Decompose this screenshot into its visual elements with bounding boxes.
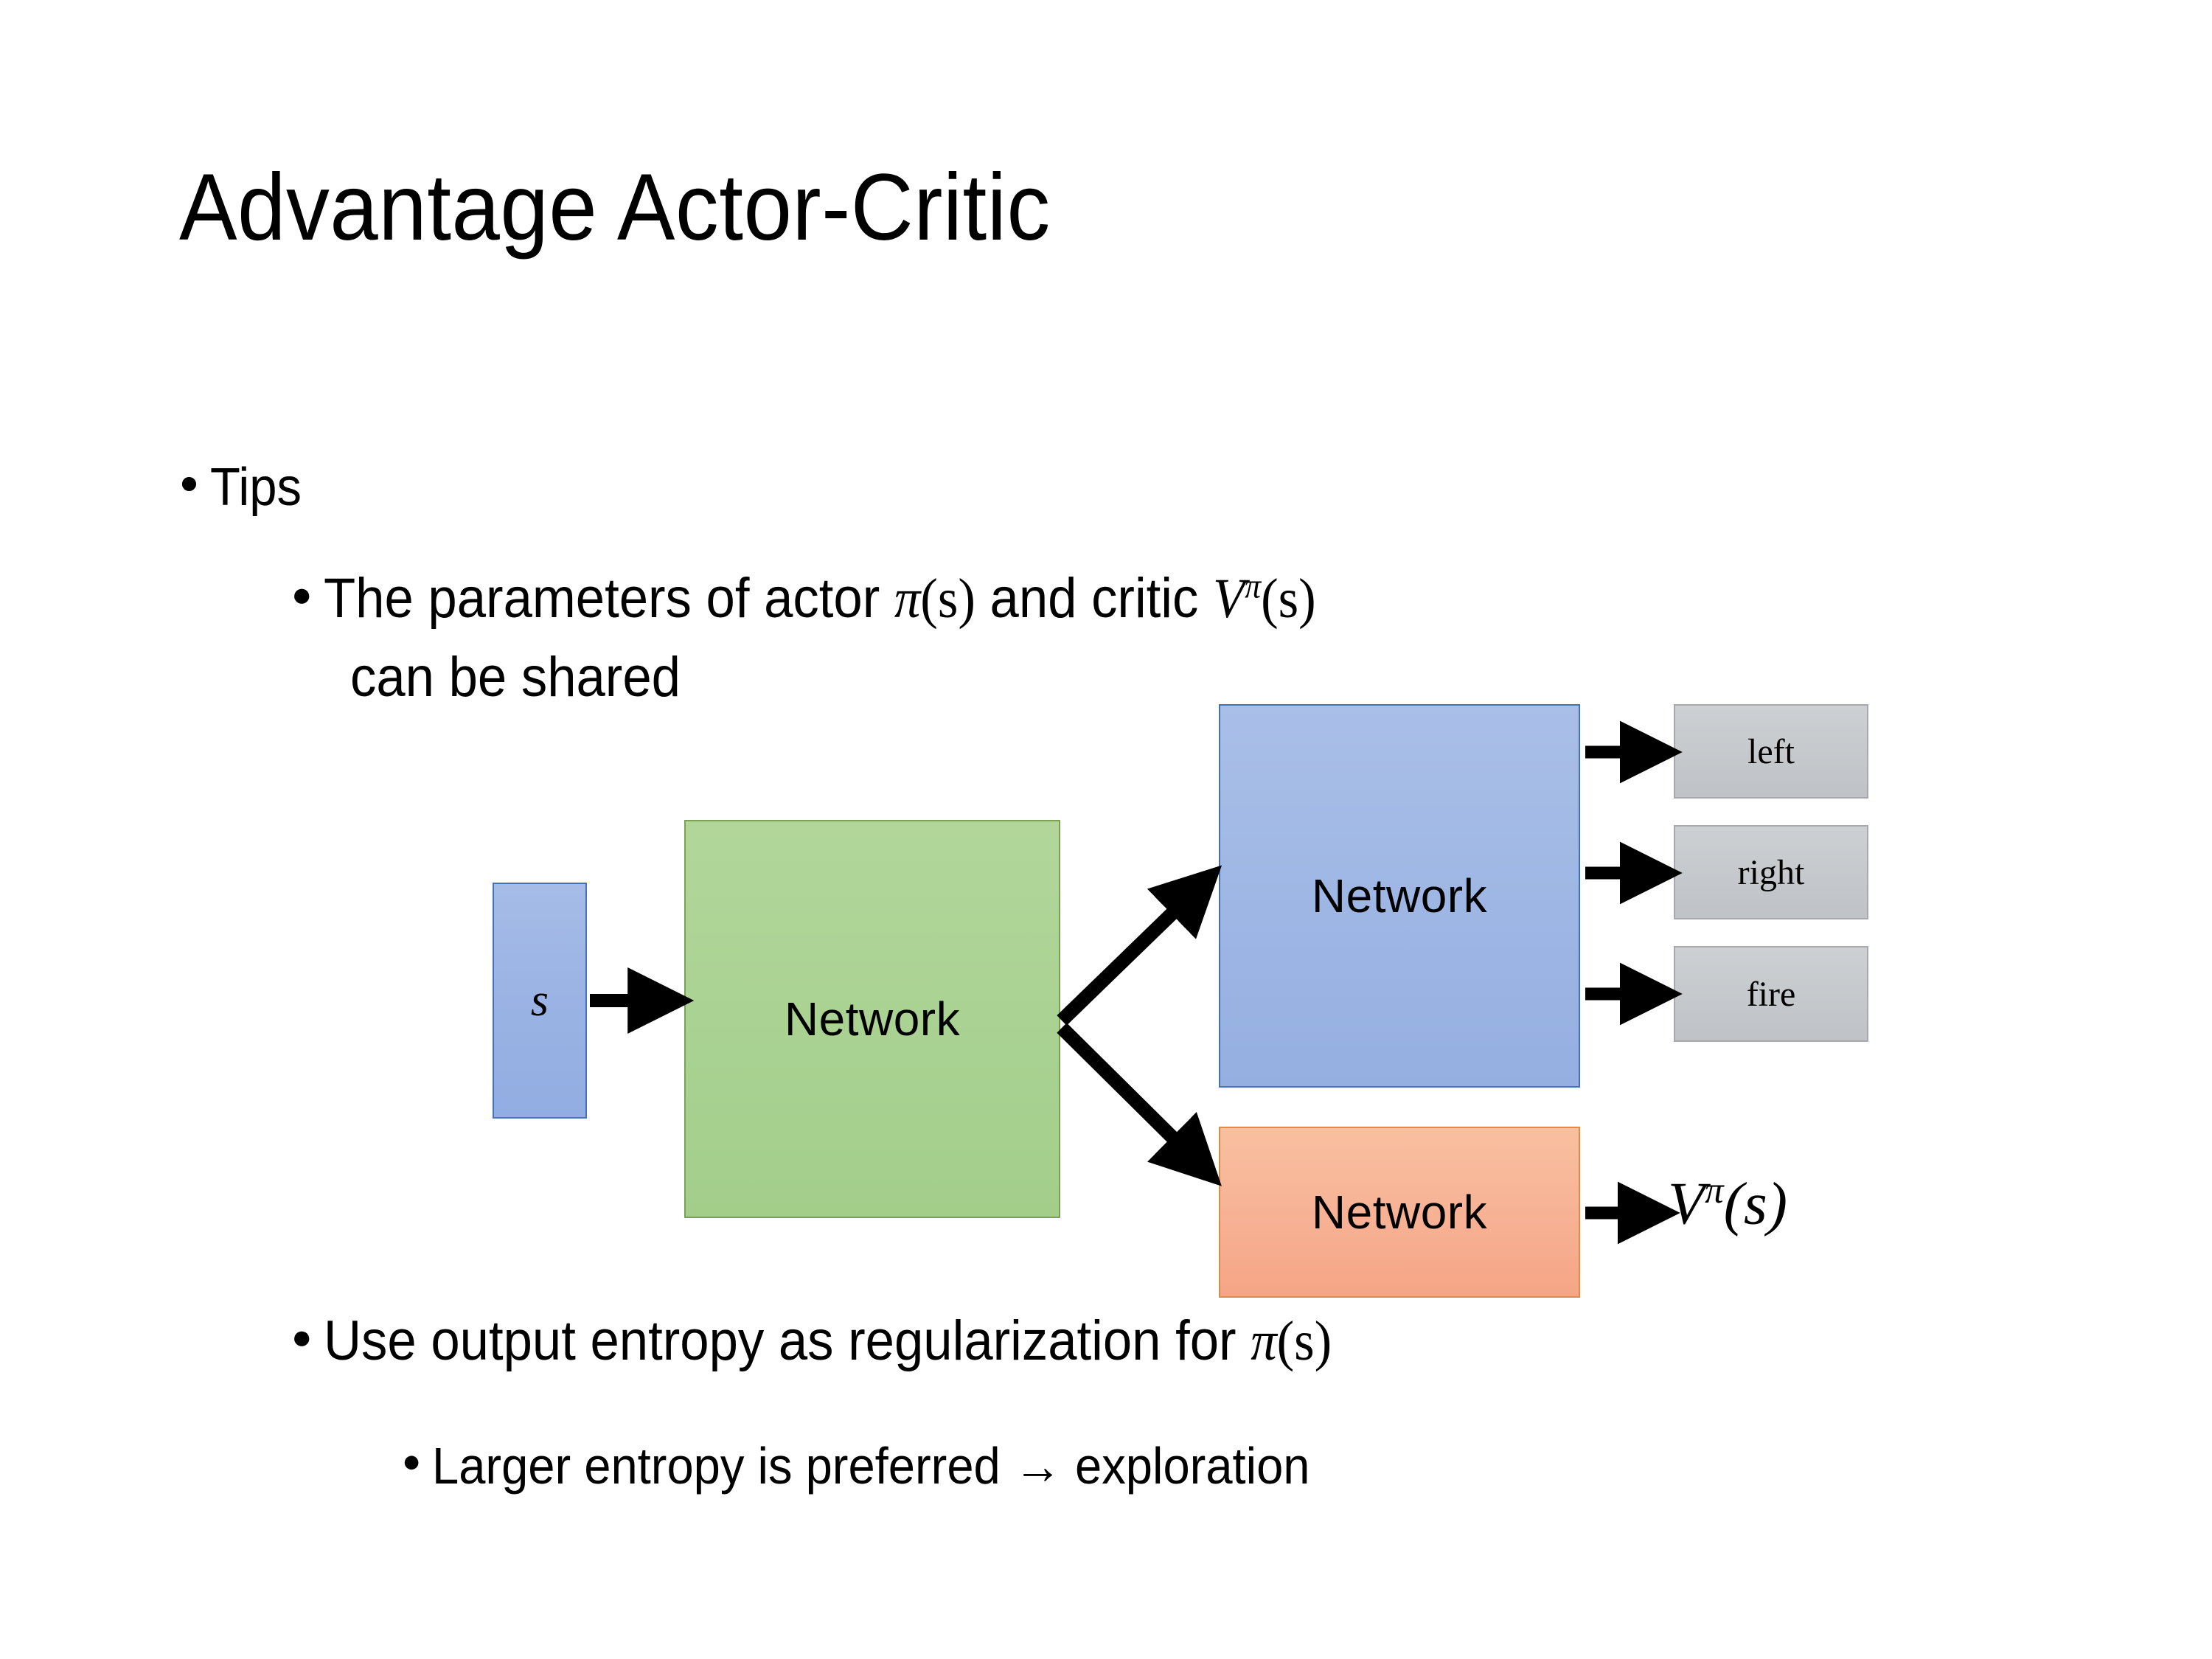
bullet-shared-parameters-line2: can be shared xyxy=(350,645,706,709)
bullet-tips-label: Tips xyxy=(209,458,302,517)
diagram-shared-network-label: Network xyxy=(784,992,961,1046)
diagram-critic-network-box: Network xyxy=(1219,1127,1580,1298)
diagram-actor-network-box: Network xyxy=(1219,704,1580,1088)
math-pi-args: (s) xyxy=(920,568,975,630)
math-v-symbol: V xyxy=(1668,1169,1705,1237)
diagram-action-box-right: right xyxy=(1674,825,1868,919)
bullet-output-entropy-text: Use output entropy as regularization for… xyxy=(324,1309,1332,1374)
math-pi-symbol: π xyxy=(1251,1310,1277,1372)
math-pi-entropy: π(s) xyxy=(1251,1310,1332,1372)
bullet-shared-parameters-text: The parameters of actor π(s) and critic … xyxy=(324,566,1316,631)
text-and-critic: and critic xyxy=(975,567,1214,630)
diagram-critic-network-label: Network xyxy=(1311,1186,1488,1239)
diagram-input-state-box: s xyxy=(493,883,587,1119)
diagram-action-box-left: left xyxy=(1674,704,1868,799)
diagram-action-label-left: left xyxy=(1747,731,1795,771)
math-pi-args: (s) xyxy=(1276,1310,1332,1372)
bullet-larger-entropy: ● Larger entropy is preferred → explorat… xyxy=(402,1436,1376,1495)
text-use-output-entropy: Use output entropy as regularization for xyxy=(324,1310,1251,1372)
bullet-larger-entropy-label: Larger entropy is preferred → exploratio… xyxy=(431,1437,1310,1495)
diagram-action-label-fire: fire xyxy=(1746,974,1796,1014)
math-v-args: (s) xyxy=(1723,1169,1788,1237)
bullet-output-entropy: ● Use output entropy as regularization f… xyxy=(291,1309,1408,1374)
math-pi-symbol: π xyxy=(894,568,921,630)
bullet-tips: ● Tips xyxy=(179,457,308,518)
bullet-dot-icon: ● xyxy=(179,465,199,501)
diagram-actor-network-label: Network xyxy=(1311,869,1488,922)
bullet-shared-parameters: ● The parameters of actor π(s) and criti… xyxy=(291,566,1391,631)
math-v-symbol: V xyxy=(1213,568,1245,630)
bullet-dot-icon: ● xyxy=(402,1444,422,1480)
math-v-superscript-pi: π xyxy=(1705,1169,1724,1211)
text-can-be-shared: can be shared xyxy=(350,646,681,709)
math-v-superscript-pi: π xyxy=(1245,567,1262,606)
math-v-pi-critic: Vπ(s) xyxy=(1213,568,1316,630)
math-pi-actor: π(s) xyxy=(894,568,975,630)
page-title: Advantage Actor-Critic xyxy=(179,155,1051,260)
diagram-shared-network-box: Network xyxy=(684,820,1060,1218)
diagram-value-output-label: Vπ(s) xyxy=(1668,1169,1787,1238)
arrow-shared-to-critic-network xyxy=(1057,1023,1222,1186)
diagram-input-state-label: s xyxy=(530,975,549,1026)
text-the-parameters-of-actor: The parameters of actor xyxy=(324,567,894,630)
arrow-shared-to-actor-network xyxy=(1057,865,1222,1026)
diagram-action-label-right: right xyxy=(1737,852,1805,892)
diagram-action-box-fire: fire xyxy=(1674,946,1868,1042)
bullet-dot-icon: ● xyxy=(291,1317,313,1357)
math-v-args: (s) xyxy=(1261,568,1316,630)
bullet-dot-icon: ● xyxy=(291,574,313,614)
